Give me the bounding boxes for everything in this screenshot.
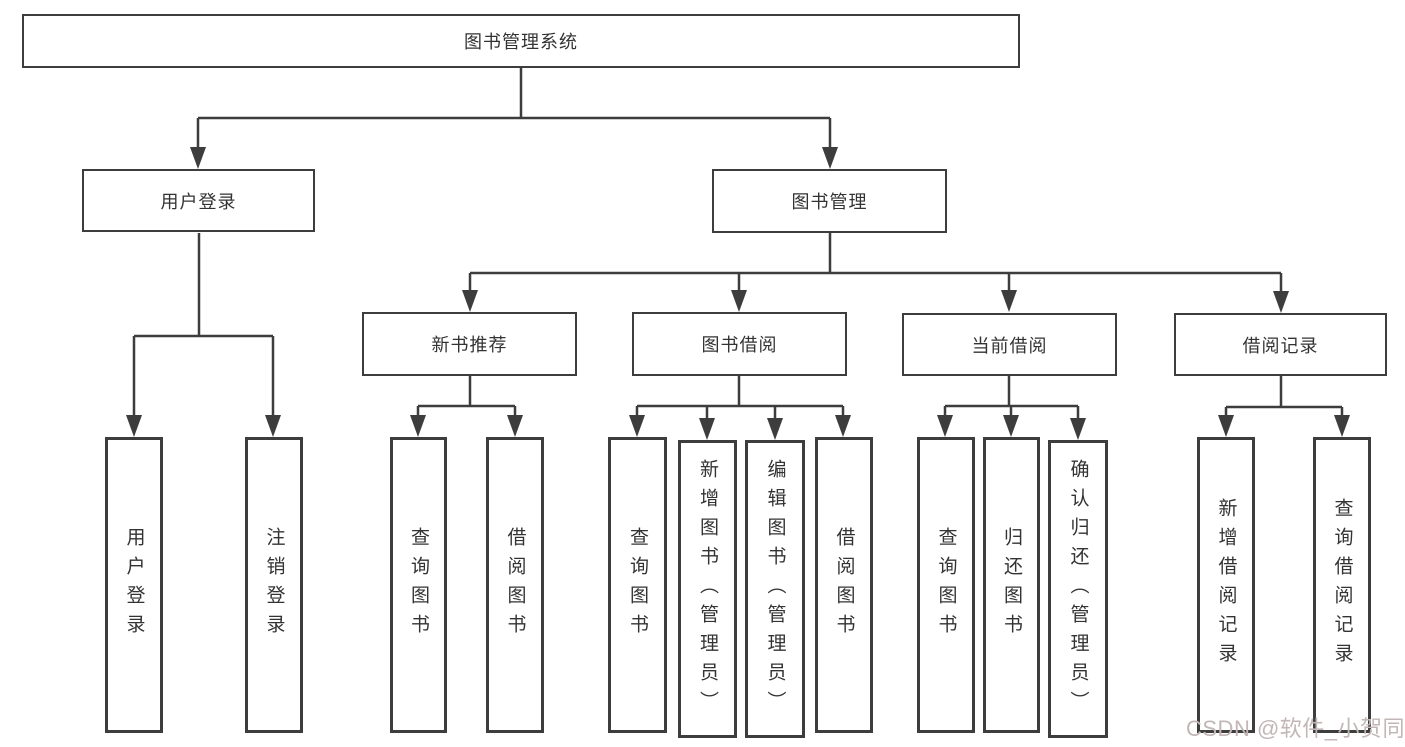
leaf-logout: 注销登录 bbox=[245, 437, 303, 733]
node-borrowing-records: 借阅记录 bbox=[1174, 313, 1387, 376]
node-book-management: 图书管理 bbox=[712, 169, 947, 233]
leaf-add-borrow-record: 新增借阅记录 bbox=[1197, 437, 1255, 733]
leaf-add-books-admin: 新增图书（管理员） bbox=[678, 440, 737, 738]
leaf-return-books: 归还图书 bbox=[983, 437, 1040, 733]
csdn-watermark: CSDN @软件_小贺同学 bbox=[1186, 716, 1405, 741]
leaf-query-books-current: 查询图书 bbox=[917, 437, 975, 733]
leaf-label: 查询图书 bbox=[627, 527, 648, 643]
leaf-borrow-books-recommend: 借阅图书 bbox=[486, 437, 544, 733]
node-label: 图书管理系统 bbox=[464, 32, 578, 52]
node-user-login: 用户登录 bbox=[82, 169, 315, 232]
leaf-label: 新增借阅记录 bbox=[1215, 498, 1237, 672]
leaf-label: 用户登录 bbox=[123, 527, 145, 643]
node-label: 借阅记录 bbox=[1242, 335, 1319, 356]
leaf-confirm-return-admin: 确认归还（管理员） bbox=[1048, 440, 1108, 738]
node-label: 当前借阅 bbox=[971, 335, 1048, 356]
leaf-user-login: 用户登录 bbox=[105, 437, 163, 733]
arrowheads bbox=[126, 147, 1350, 440]
node-label: 用户登录 bbox=[160, 191, 237, 212]
node-book-borrowing: 图书借阅 bbox=[632, 312, 847, 376]
leaf-label: 新增图书（管理员） bbox=[697, 458, 718, 720]
node-new-book-recommendation: 新书推荐 bbox=[362, 312, 577, 376]
leaf-label: 查询借阅记录 bbox=[1331, 498, 1353, 672]
node-label: 图书管理 bbox=[791, 192, 868, 212]
leaf-label: 借阅图书 bbox=[504, 527, 526, 643]
leaf-label: 借阅图书 bbox=[833, 527, 855, 643]
node-label: 新书推荐 bbox=[431, 335, 508, 355]
leaf-label: 查询图书 bbox=[935, 527, 957, 643]
leaf-label: 归还图书 bbox=[1001, 527, 1022, 643]
node-current-borrowing: 当前借阅 bbox=[902, 313, 1117, 376]
tree-edges bbox=[132, 68, 1344, 421]
leaf-edit-books-admin: 编辑图书（管理员） bbox=[745, 440, 805, 738]
leaf-label: 确认归还（管理员） bbox=[1067, 458, 1089, 720]
leaf-label: 查询图书 bbox=[408, 527, 429, 643]
leaf-label: 注销登录 bbox=[263, 527, 285, 643]
leaf-query-borrow-record: 查询借阅记录 bbox=[1313, 437, 1371, 733]
node-label: 图书借阅 bbox=[701, 335, 778, 355]
leaf-query-books-borrowing: 查询图书 bbox=[608, 437, 667, 733]
leaf-borrow-books-borrowing: 借阅图书 bbox=[815, 437, 873, 733]
leaf-query-books-recommend: 查询图书 bbox=[390, 437, 447, 733]
leaf-label: 编辑图书（管理员） bbox=[764, 458, 786, 720]
node-library-management-system: 图书管理系统 bbox=[22, 14, 1020, 68]
